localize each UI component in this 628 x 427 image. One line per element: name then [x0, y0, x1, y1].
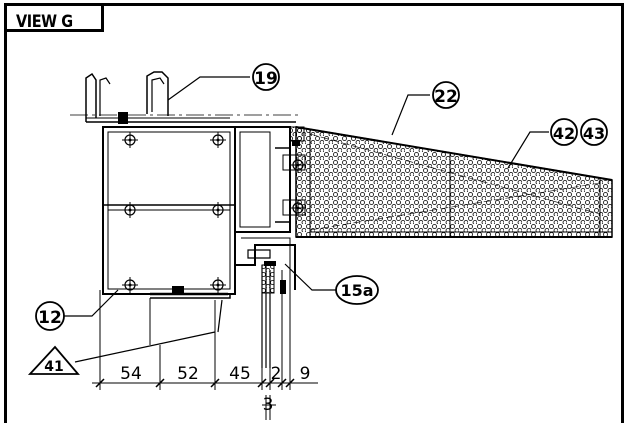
callout-12: 12: [38, 308, 62, 328]
view-title: VIEW G: [16, 12, 73, 32]
gaskets: [118, 112, 305, 294]
callout-43: 43: [583, 124, 605, 143]
callout-22: 22: [434, 87, 458, 107]
callout-circles: [27, 63, 608, 375]
callout-15a: 15a: [340, 281, 373, 300]
drawing-frame: [4, 3, 624, 423]
dimension-lines: [92, 290, 318, 420]
dim-9: 9: [300, 364, 311, 384]
screw-fixings: [121, 131, 307, 294]
frame-profile: [70, 71, 306, 368]
dim-54: 54: [120, 364, 142, 384]
leader-lines: [64, 76, 549, 363]
dimension-values: 54 52 45 2 9 3: [120, 364, 310, 415]
dim-52: 52: [177, 364, 199, 384]
view-title-box: VIEW G: [4, 3, 104, 32]
callout-41: 41: [44, 359, 63, 375]
dim-2: 2: [271, 364, 282, 384]
dim-45: 45: [229, 364, 251, 384]
callout-labels: 19 22 42 43 12 15a 41: [38, 69, 605, 375]
callout-42: 42: [553, 124, 575, 143]
dim-3: 3: [263, 395, 274, 415]
callout-19: 19: [254, 69, 278, 89]
